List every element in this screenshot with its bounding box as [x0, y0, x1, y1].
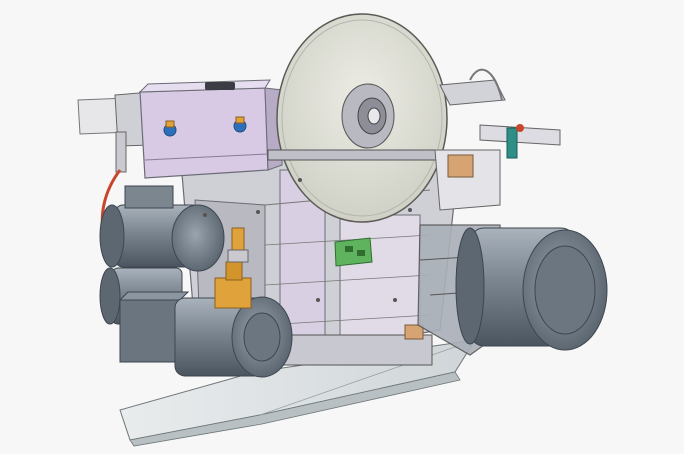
circuit-board	[334, 237, 373, 267]
knob-right-icon	[233, 116, 247, 133]
motor-upper-left	[99, 185, 225, 272]
motor-bottom	[174, 296, 293, 378]
motor-right	[455, 227, 608, 351]
frame-bolts	[203, 178, 412, 302]
knob-left-icon	[163, 120, 177, 137]
control-box	[138, 79, 283, 179]
grinding-disc	[276, 13, 448, 223]
right-arm	[439, 68, 561, 159]
brass-fitting	[214, 227, 252, 309]
disc-strap	[267, 149, 447, 161]
